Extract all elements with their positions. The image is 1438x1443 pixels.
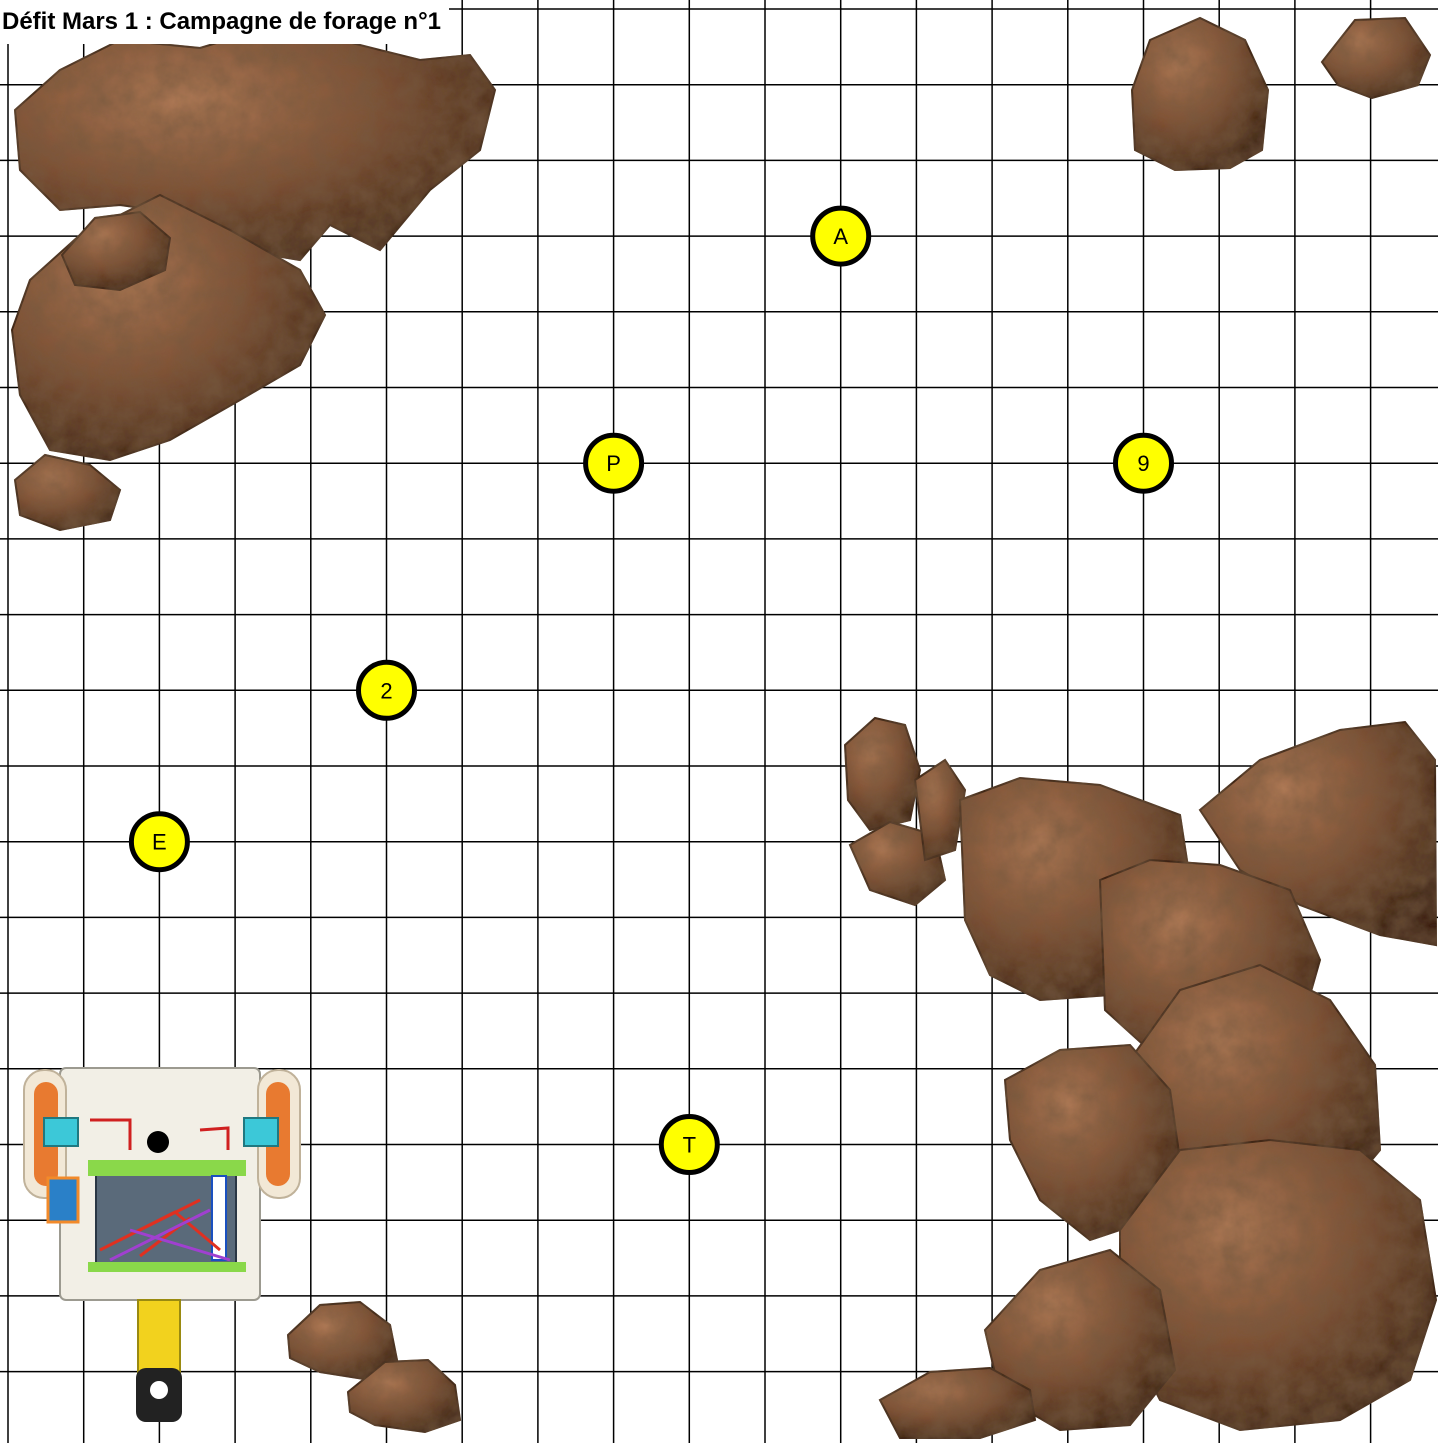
rock-cluster-bottom-right — [845, 718, 1436, 1438]
waypoint-t: T — [661, 1117, 717, 1173]
title-box: Défit Mars 1 : Campagne de forage n°1 — [0, 0, 449, 44]
waypoint-label: 2 — [380, 678, 392, 703]
waypoint-a: A — [813, 208, 869, 264]
waypoint-9: 9 — [1116, 435, 1172, 491]
waypoint-label: A — [833, 224, 848, 249]
waypoint-label: T — [683, 1133, 696, 1158]
page-title: Défit Mars 1 : Campagne de forage n°1 — [2, 8, 441, 36]
waypoint-p: P — [586, 435, 642, 491]
waypoint-e: E — [131, 814, 187, 870]
rock-cluster-top-right — [1132, 18, 1430, 170]
waypoint-label: 9 — [1137, 451, 1149, 476]
waypoint-label: P — [606, 451, 621, 476]
rover-robot — [24, 1068, 300, 1422]
rover-side-sensor — [48, 1178, 78, 1222]
waypoint-label: E — [152, 830, 167, 855]
rock-cluster-top-left — [12, 30, 495, 530]
waypoint-2: 2 — [359, 662, 415, 718]
rover-center-marker — [147, 1131, 169, 1153]
rock-cluster-bottom-center — [288, 1302, 460, 1432]
